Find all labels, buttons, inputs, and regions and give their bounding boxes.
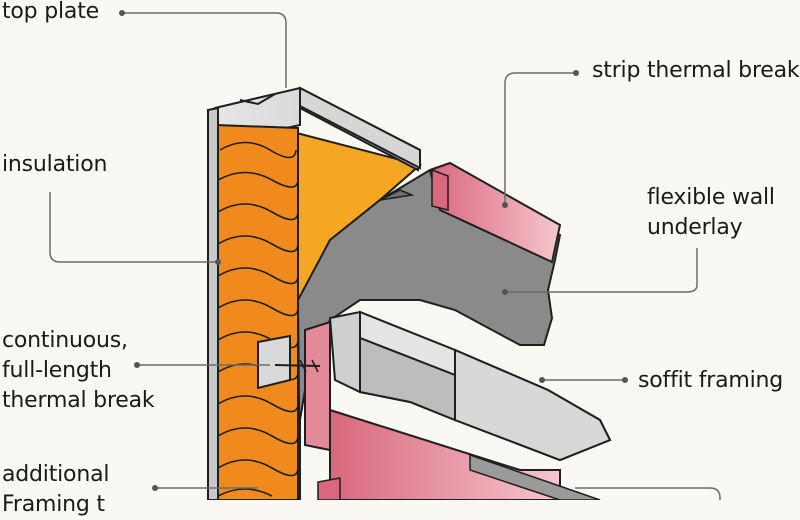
continuous-thermal-break <box>257 334 291 390</box>
wall-stud <box>207 106 219 500</box>
label-strip-thermal-break: strip thermal break <box>592 58 800 83</box>
label-soffit-framing: soffit framing <box>638 368 784 393</box>
wall-section-diagram <box>49 10 721 500</box>
label-flexible-wall-underlay: flexible wall underlay <box>647 185 775 240</box>
label-additional-framing: additional Framing t <box>2 462 110 517</box>
leader-lines <box>49 12 721 500</box>
label-top-plate: top plate <box>2 0 99 24</box>
label-continuous-thermal-break: continuous, full-length thermal break <box>2 328 155 413</box>
leader-dots <box>119 10 628 491</box>
label-insulation: insulation <box>2 152 108 177</box>
insulation-batt <box>214 123 299 500</box>
